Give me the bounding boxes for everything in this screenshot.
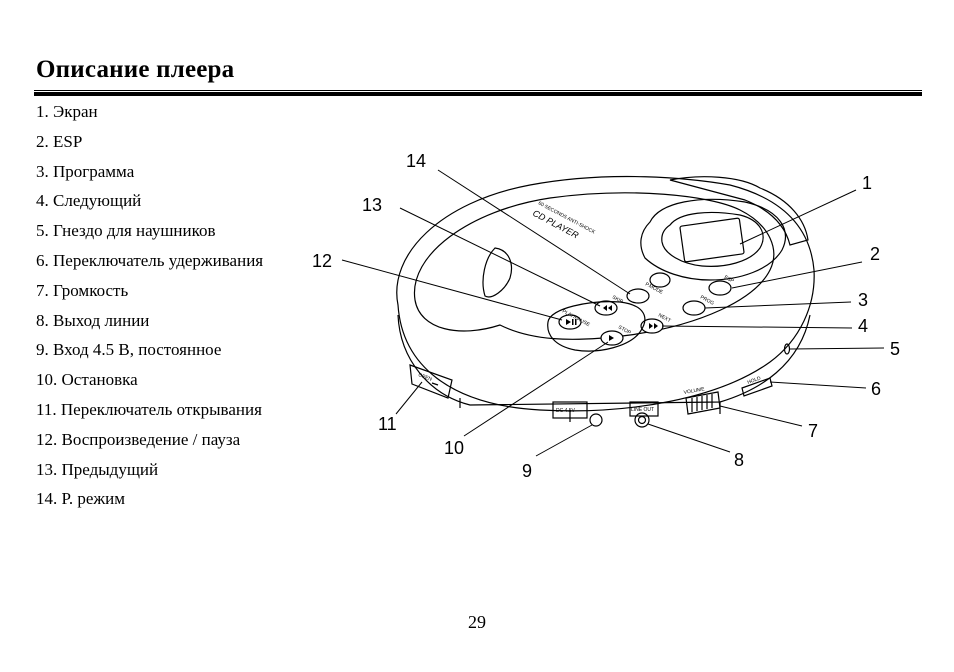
line-out-panel: [629, 401, 659, 417]
callout-2: 2: [870, 244, 880, 264]
esp-label: ESP: [723, 274, 735, 284]
legend-item-3: 3. Программа: [36, 161, 135, 181]
player-top-lid: [413, 192, 775, 340]
top-button[interactable]: [649, 272, 671, 288]
callout-13: 13: [362, 195, 382, 215]
legend-item-12: 12. Воспроизведение / пауза: [36, 429, 241, 449]
callout-7: 7: [808, 421, 818, 441]
leader-line-3: [704, 301, 852, 309]
play-pause-icon: [566, 319, 577, 325]
hold-switch[interactable]: [741, 377, 773, 397]
legend-item-6: 6. Переключатель удерживания: [36, 250, 264, 270]
volume-label: VOLUME: [683, 386, 705, 396]
callout-9: 9: [522, 461, 532, 481]
callout-10: 10: [444, 438, 464, 458]
cd-player-diagram: 60 SECONDS ANTI-SHOCK CD PLAYER P.MODE E…: [312, 151, 900, 481]
callout-8: 8: [734, 450, 744, 470]
callout-6: 6: [871, 379, 881, 399]
dc-in-label: DC 4.5V: [556, 408, 576, 414]
volume-wheel[interactable]: [685, 391, 721, 415]
leader-line-4: [661, 325, 853, 329]
leader-line-13: [399, 207, 601, 307]
skip-prev-icon: [603, 305, 612, 311]
p-mode-button[interactable]: [626, 288, 650, 304]
legend-item-5: 5. Гнездо для наушников: [36, 221, 216, 241]
leader-line-6: [769, 381, 867, 389]
open-switch[interactable]: [409, 364, 453, 399]
legend-item-10: 10. Остановка: [36, 370, 138, 390]
leader-line-7: [719, 405, 803, 427]
stop-label: STOP: [617, 324, 632, 336]
dc-in-jack[interactable]: [589, 413, 603, 427]
parts-legend: 1. Экран 2. ESP 3. Программа 4. Следующи…: [36, 100, 263, 517]
esp-button[interactable]: [708, 280, 732, 296]
leader-line-11: [395, 381, 423, 415]
leader-line-5: [789, 347, 885, 350]
headphone-jack[interactable]: [783, 343, 791, 355]
player-outer-shell: [396, 175, 815, 412]
open-arrow-icon: [431, 382, 439, 386]
leader-lines: [341, 169, 885, 457]
lid-finger-groove: [482, 247, 513, 298]
open-label: OPEN: [417, 372, 433, 383]
legend-item-13: 13. Предыдущий: [36, 459, 159, 479]
page-number: 29: [468, 612, 486, 632]
display-bezel: [661, 211, 764, 267]
line-out-label: LINE OUT: [631, 407, 654, 413]
player-bottom-rim: [397, 314, 811, 406]
leader-line-9: [535, 424, 593, 457]
line-out-jack-inner: [637, 415, 647, 425]
display-housing: [640, 198, 786, 281]
next-icon: [649, 323, 658, 329]
play-stop-pad: [547, 301, 646, 352]
leader-line-1: [739, 189, 857, 245]
volume-ridges: [691, 394, 713, 412]
top-edge-ridge: [669, 176, 809, 246]
legend-item-2: 2. ESP: [36, 131, 83, 151]
leader-line-10: [463, 341, 609, 437]
next-label: NEXT: [657, 312, 672, 324]
callout-1: 1: [862, 173, 872, 193]
legend-item-11: 11. Переключатель открывания: [36, 399, 262, 419]
legend-item-8: 8. Выход линии: [36, 310, 150, 330]
player-body: [396, 175, 815, 422]
callout-12: 12: [312, 251, 332, 271]
stop-icon: [609, 335, 614, 341]
callout-5: 5: [890, 339, 900, 359]
page-title: Описание плеера: [36, 56, 235, 83]
legend-item-14: 14. Р. режим: [36, 489, 125, 509]
callout-14: 14: [406, 151, 426, 171]
leader-line-8: [647, 423, 731, 453]
leader-line-14: [437, 169, 631, 295]
callout-11: 11: [378, 414, 397, 434]
line-out-jack[interactable]: [634, 412, 650, 428]
dc-in-jack-panel: [552, 401, 588, 419]
leader-line-2: [731, 261, 863, 289]
screen: [679, 217, 745, 263]
prog-button[interactable]: [682, 300, 706, 316]
skip-label: SKIP: [611, 294, 624, 305]
title-rule-thin: [34, 90, 922, 91]
callout-3: 3: [858, 290, 868, 310]
legend-item-1: 1. Экран: [36, 102, 98, 121]
callout-4: 4: [858, 316, 868, 336]
title-rule-thick: [34, 92, 922, 96]
legend-item-9: 9. Вход 4.5 В, постоянное: [36, 340, 222, 360]
legend-item-7: 7. Громкость: [36, 280, 129, 300]
hold-label: HOLD: [747, 375, 762, 386]
callout-numbers: 1 2 3 4 5 6 7 8 9 10 11 12 13 14: [312, 151, 900, 481]
legend-item-4: 4. Следующий: [36, 191, 142, 211]
leader-line-12: [341, 259, 563, 321]
